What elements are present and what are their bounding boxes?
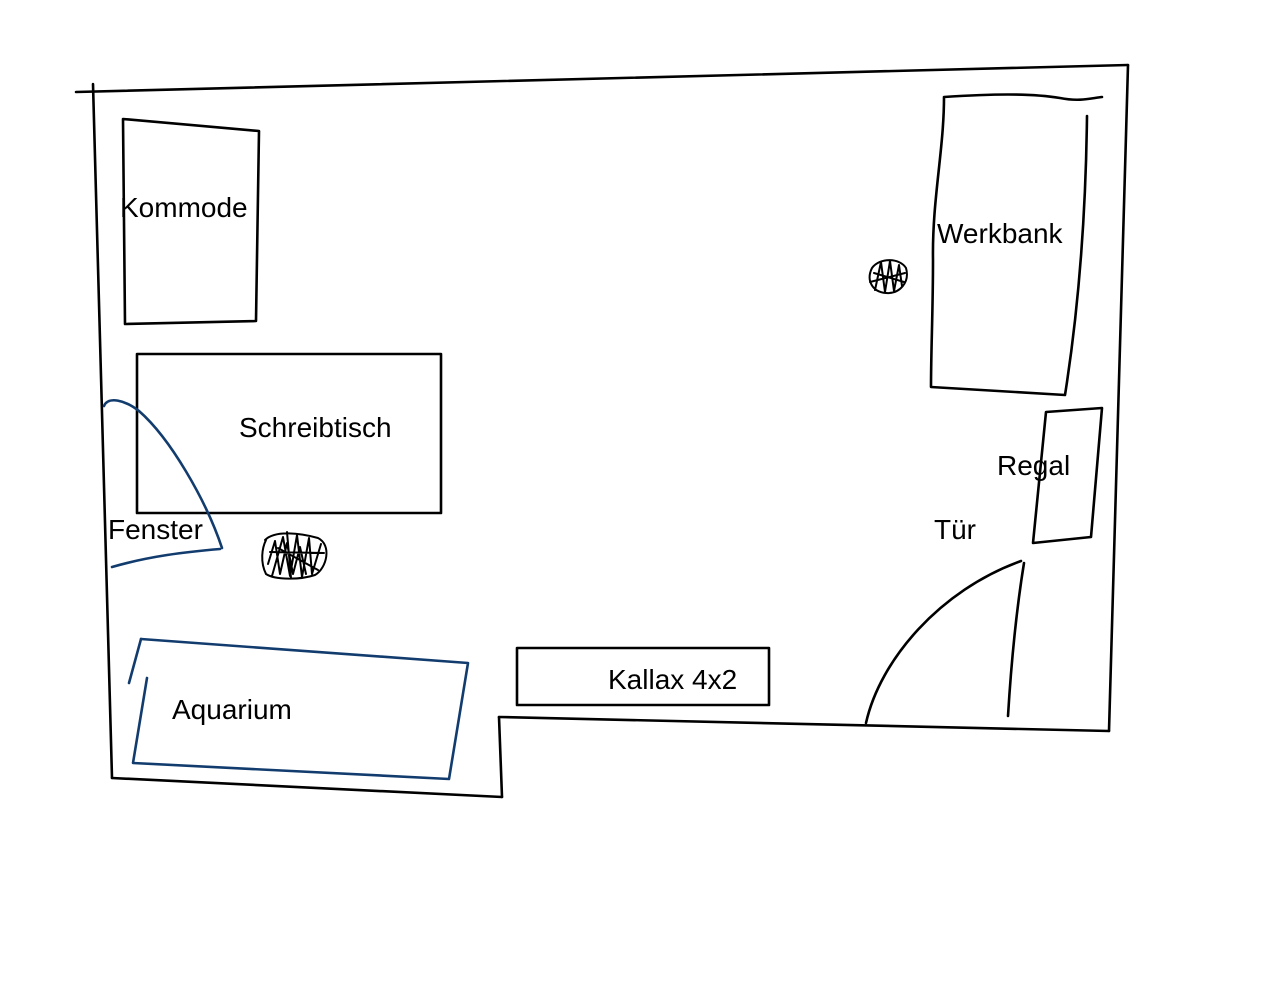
notch-wall (497, 715, 504, 799)
room-walls (74, 63, 1130, 799)
fenster-arc (102, 398, 224, 550)
left-wall (91, 82, 114, 780)
regal-label: Regal (997, 450, 1070, 481)
bottom-right-wall (497, 715, 1111, 733)
door-swing-arc (864, 559, 1023, 725)
door-leaf (1006, 561, 1026, 718)
aquarium-label: Aquarium (172, 694, 292, 725)
werkbank-label: Werkbank (937, 218, 1064, 249)
kommode: Kommode (120, 117, 261, 326)
right-wall (1107, 63, 1130, 733)
kommode-label: Kommode (120, 192, 248, 223)
schreibtisch: Schreibtisch (135, 352, 443, 515)
regal-outline (1031, 406, 1104, 545)
regal: Regal (997, 406, 1104, 545)
kallax-outline (515, 646, 771, 707)
kommode-outline (121, 117, 261, 326)
fenster-sill (110, 547, 222, 569)
kallax-label: Kallax 4x2 (608, 664, 737, 695)
aquarium-outline (131, 637, 470, 781)
schreibtisch-outline (135, 352, 443, 515)
tuer-label: Tür (934, 514, 976, 545)
fenster: Fenster (102, 398, 224, 569)
schreibtisch-label: Schreibtisch (239, 412, 392, 443)
bottom-left-wall (110, 776, 504, 799)
kallax: Kallax 4x2 (515, 646, 771, 707)
top-wall (74, 63, 1130, 94)
chair-scribble-desk (261, 531, 328, 580)
fenster-label: Fenster (108, 514, 203, 545)
aquarium: Aquarium (127, 637, 470, 781)
chair-scribble-workbench (868, 259, 908, 295)
aquarium-stroke (127, 637, 143, 685)
werkbank-outline (929, 93, 1104, 397)
tuer: Tür (864, 514, 1026, 725)
werkbank: Werkbank (929, 93, 1104, 397)
